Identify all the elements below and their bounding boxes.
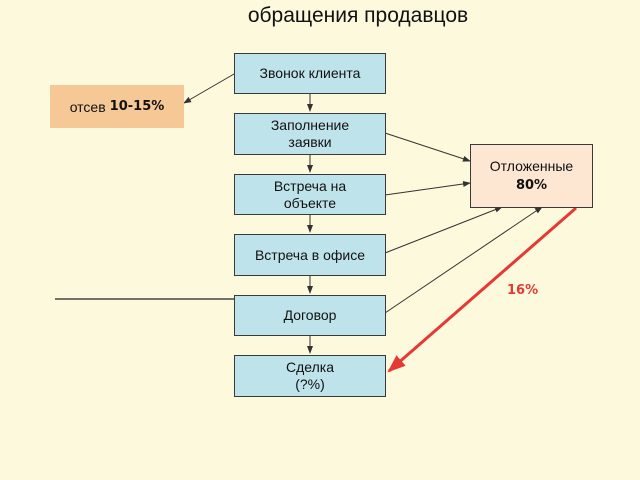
arrow-site-meeting-to-deferred	[384, 181, 471, 196]
step-label: Звонок клиента	[259, 65, 361, 81]
step-office-meeting: Встреча в офисе	[234, 234, 386, 276]
return-percent-label: 16%	[507, 283, 539, 298]
step-site-meeting: Встреча на объекте	[234, 174, 386, 215]
step-label: Договор	[283, 307, 337, 323]
arrow-office-meeting-to-deferred	[384, 206, 503, 254]
step-deal: Сделка (?%)	[234, 355, 386, 397]
dropout-percent: 10-15%	[109, 99, 165, 114]
arrow-application-to-deferred	[384, 132, 471, 162]
step-label-line2: заявки	[288, 134, 332, 150]
dropout-label: отсев	[69, 98, 106, 115]
step-application: Заполнение заявки	[234, 113, 386, 155]
step-label-line2: (?%)	[295, 376, 325, 392]
step-contract: Договор	[234, 295, 386, 336]
page-title: обращения продавцов	[247, 4, 469, 27]
step-label: Сделка	[286, 359, 334, 375]
deferred-label: Отложенные	[489, 158, 574, 174]
deferred-percent: 80%	[515, 178, 548, 193]
step-label: Встреча на	[273, 177, 347, 194]
dropout-box: отсев 10-15%	[50, 85, 184, 128]
arrow-to-dropout	[183, 73, 235, 104]
return-arrow	[387, 206, 577, 373]
step-label: Заполнение	[270, 117, 350, 133]
step-label-line2: объекте	[283, 194, 337, 211]
step-label: Встреча в офисе	[254, 246, 366, 263]
deferred-box: Отложенные 80%	[470, 144, 593, 208]
step-client-call: Звонок клиента	[234, 53, 386, 94]
arrow-contract-to-deferred	[384, 206, 543, 314]
